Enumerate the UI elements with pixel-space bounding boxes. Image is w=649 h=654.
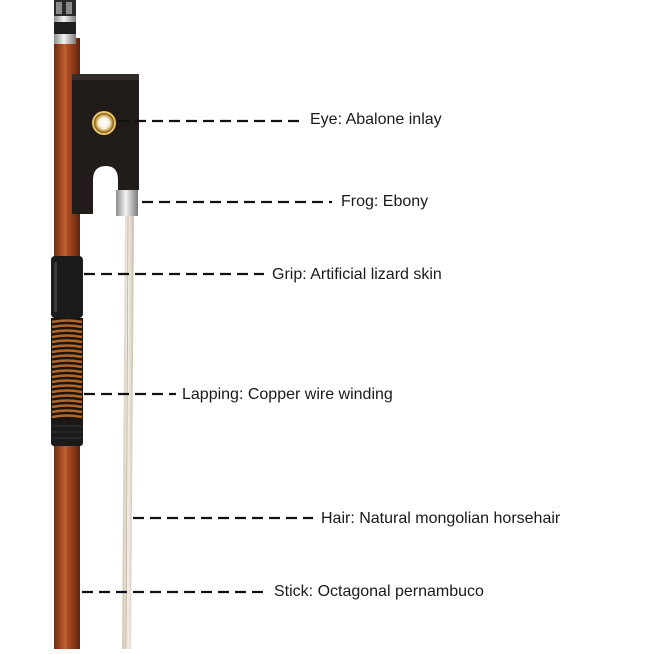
eye-label: Eye: Abalone inlay: [310, 111, 442, 128]
copper-wire-turn: [51, 414, 83, 419]
copper-wire-turn: [51, 384, 83, 389]
copper-wire-turn: [51, 329, 83, 334]
grip: [51, 256, 83, 318]
copper-wire-turn: [51, 324, 83, 329]
copper-wire-turn: [51, 359, 83, 364]
copper-wire-turn: [51, 334, 83, 339]
copper-wire-turn: [51, 404, 83, 409]
copper-wire-turn: [51, 364, 83, 369]
stick-label: Stick: Octagonal pernambuco: [274, 583, 484, 600]
copper-wire-turn: [51, 339, 83, 344]
copper-wire-turn: [51, 389, 83, 394]
copper-wire-turn: [51, 409, 83, 414]
lapping: [51, 318, 83, 446]
adjuster-screw: [54, 0, 76, 44]
eye-inlay: [94, 113, 114, 133]
hair-ribbon: [122, 215, 134, 650]
copper-wire-turn: [51, 374, 83, 379]
grip-label: Grip: Artificial lizard skin: [272, 266, 442, 283]
copper-wire-turn: [51, 379, 83, 384]
leader-lines: [82, 119, 332, 594]
hair-label: Hair: Natural mongolian horsehair: [321, 510, 561, 527]
copper-wire-turn: [51, 394, 83, 399]
copper-wire-turn: [51, 399, 83, 404]
copper-wire-turn: [51, 344, 83, 349]
copper-wire-turn: [51, 319, 83, 324]
copper-wire-turn: [51, 369, 83, 374]
frog-label: Frog: Ebony: [341, 193, 429, 210]
frog: [72, 74, 139, 216]
copper-wire-turn: [51, 349, 83, 354]
lapping-label: Lapping: Copper wire winding: [182, 386, 393, 403]
copper-wire-turn: [51, 354, 83, 359]
